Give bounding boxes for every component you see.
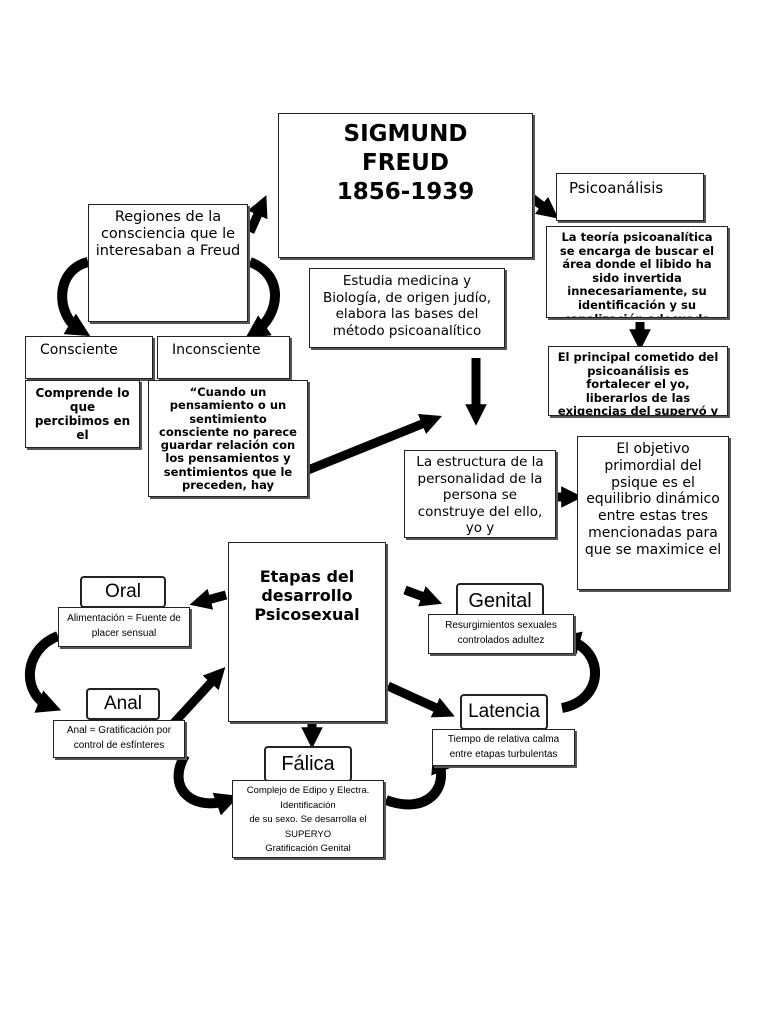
latencia-desc: Tiempo de relativa calma entre etapas tu…: [447, 734, 560, 760]
etapas-title-box: Etapas del desarrollo Psicosexual: [228, 542, 386, 722]
latencia-desc-box: Tiempo de relativa calma entre etapas tu…: [432, 729, 575, 766]
psicoanalisis-desc-box: La teoría psicoanalítica se encarga de b…: [546, 226, 728, 318]
falica-desc-line-5: Gratificación Genital: [265, 843, 351, 854]
curved-arrow-regiones-to-inconsciente: [245, 257, 280, 339]
inconsciente-label: Inconsciente: [172, 342, 261, 358]
estructura-box: La estructura de la personalidad de la p…: [404, 450, 556, 538]
curved-arrow-oral-to-anal: [24, 631, 62, 713]
cometido-box: El principal cometido del psicoanálisis …: [548, 346, 728, 416]
genital-desc-box: Resurgimientos sexuales controlados adul…: [428, 614, 574, 654]
estructura-text: La estructura de la personalidad de la p…: [416, 454, 544, 536]
falica-desc-line-4: SUPERYO: [284, 828, 332, 840]
consciente-desc-box: Comprende lo que percibimos en el: [25, 380, 140, 448]
arrow-freud-to-psicoanalisis: [529, 194, 559, 219]
consciente-label-box: Consciente: [25, 336, 153, 379]
estudia-text: Estudia medicina y Biología, de origen j…: [322, 273, 492, 339]
arrow-regiones-to-freud: [245, 195, 268, 234]
freud-name: SIGMUND: [343, 121, 468, 147]
inconsciente-desc-box: “Cuando un pensamiento o un sentimiento …: [148, 380, 308, 497]
falica-desc-box: Complejo de Edipo y Electra. Identificac…: [232, 780, 384, 858]
oral-label: Oral: [105, 581, 141, 602]
regiones-box: Regiones de la consciencia que le intere…: [88, 204, 248, 322]
estudia-box: Estudia medicina y Biología, de origen j…: [309, 268, 505, 348]
freud-title-box: SIGMUND FREUD 1856-1939: [278, 113, 533, 258]
consciente-desc: Comprende lo que percibimos en el: [34, 386, 131, 442]
falica-label: Fálica: [281, 753, 335, 775]
inconsciente-label-box: Inconsciente: [157, 336, 290, 379]
genital-label-box: Genital: [456, 583, 544, 619]
anal-label: Anal: [103, 693, 143, 714]
regiones-text: Regiones de la consciencia que le intere…: [95, 209, 241, 259]
etapas-title: Etapas del desarrollo Psicosexual: [254, 567, 360, 624]
inconsciente-desc: “Cuando un pensamiento o un sentimiento …: [159, 385, 297, 493]
genital-desc: Resurgimientos sexuales controlados adul…: [445, 620, 557, 646]
anal-desc-box: Anal = Gratificación por control de esfí…: [53, 720, 185, 758]
cometido-text: El principal cometido del psicoanálisis …: [557, 350, 719, 416]
latencia-label-box: Latencia: [460, 694, 548, 730]
falica-desc-line-3: de su sexo. Se desarrolla el: [249, 814, 367, 825]
falica-label-box: Fálica: [264, 746, 352, 782]
arrow-etapas-to-oral: [189, 588, 228, 610]
arrow-inconsciente-to-estructura: [306, 414, 443, 475]
curved-arrow-latencia-to-genital: [556, 631, 600, 713]
objetivo-text: El objetivo primordial del psique es el …: [584, 441, 722, 558]
latencia-label: Latencia: [468, 701, 540, 722]
psicoanalisis-desc: La teoría psicoanalítica se encarga de b…: [559, 230, 715, 317]
genital-label: Genital: [468, 590, 532, 612]
freud-years: 1856-1939: [336, 179, 475, 205]
oral-desc-box: Alimentación = Fuente de placer sensual: [58, 607, 190, 647]
arrow-anal-to-etapas: [168, 667, 226, 729]
objetivo-box: El objetivo primordial del psique es el …: [577, 436, 729, 590]
psicoanalisis-label-box: Psicoanálisis: [556, 173, 704, 221]
oral-desc: Alimentación = Fuente de placer sensual: [67, 613, 181, 639]
freud-surname: FREUD: [362, 150, 449, 176]
consciente-label: Consciente: [40, 342, 118, 358]
falica-desc-line-1: Complejo de Edipo y Electra.: [246, 785, 370, 796]
curved-arrow-falica-to-latencia: [384, 748, 454, 810]
arrow-etapas-to-genital: [403, 585, 443, 607]
falica-desc-line-2: Identificación: [280, 799, 336, 811]
psicoanalisis-label: Psicoanálisis: [569, 179, 664, 197]
curved-arrow-anal-to-falica: [173, 752, 240, 816]
anal-label-box: Anal: [86, 688, 160, 720]
arrow-etapas-to-latencia: [386, 681, 455, 718]
anal-desc: Anal = Gratificación por control de esfí…: [66, 725, 172, 751]
oral-label-box: Oral: [80, 576, 166, 608]
curved-arrow-regiones-to-consciente: [57, 257, 91, 337]
